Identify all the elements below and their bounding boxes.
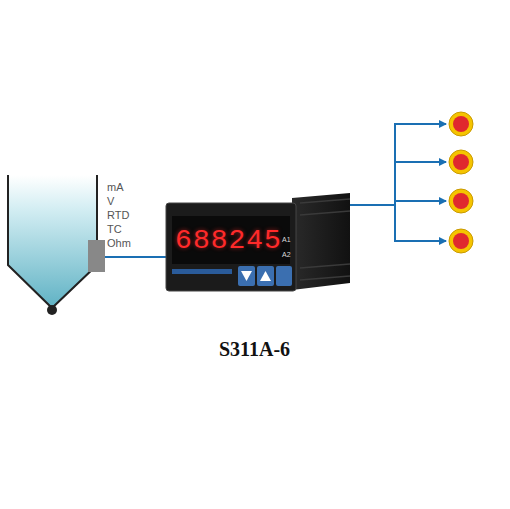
- button: [276, 266, 292, 286]
- meter-fins: [300, 199, 350, 280]
- meter-side: [292, 193, 350, 290]
- display-window: [172, 216, 290, 264]
- tank-outline: [8, 175, 97, 308]
- meter-bezel: [166, 203, 296, 291]
- button-icon: [260, 271, 271, 281]
- alarm-indicator: A2: [282, 251, 291, 259]
- output-wires: [350, 124, 446, 241]
- button: [238, 266, 255, 286]
- input-wire: [105, 256, 166, 258]
- tank-drain: [47, 305, 57, 315]
- signal-type: Ohm: [107, 237, 131, 249]
- alarm-indicator: A1: [282, 236, 291, 244]
- caption: S311A-6: [219, 338, 290, 361]
- display-readout: 688245: [172, 216, 285, 264]
- sensor: [88, 240, 105, 272]
- signal-type: mA: [107, 181, 124, 193]
- bezel-strip: [172, 269, 232, 274]
- lamps: [449, 112, 473, 253]
- tank-liquid: [8, 175, 97, 308]
- button-icon: [241, 271, 252, 281]
- display-digits: 688245: [175, 225, 282, 256]
- signal-type: RTD: [107, 209, 129, 221]
- signal-type: TC: [107, 223, 122, 235]
- signal-type: V: [107, 195, 114, 207]
- button: [257, 266, 274, 286]
